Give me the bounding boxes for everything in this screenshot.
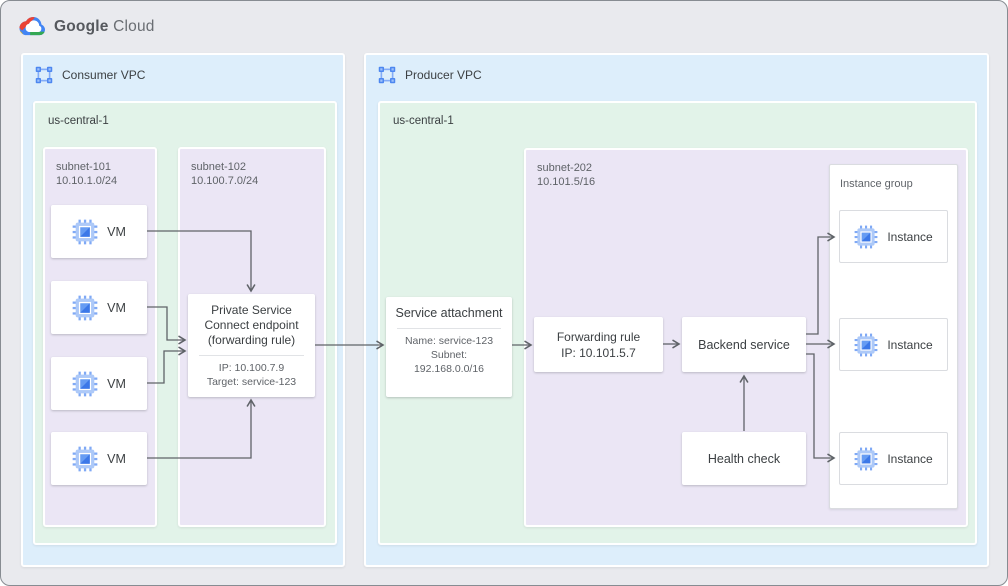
- subnet-101-label: subnet-101 10.10.1.0/24: [56, 161, 118, 187]
- backend-service-node: Backend service: [682, 317, 806, 372]
- producer-vpc-header: Producer VPC: [378, 66, 482, 84]
- vm-icon: [72, 371, 98, 396]
- producer-region-label: us-central-1: [393, 115, 454, 127]
- divider: [199, 355, 304, 356]
- instance-icon: [854, 333, 878, 356]
- service-attachment-details: Name: service-123 Subnet: 192.168.0.0/16: [404, 335, 494, 375]
- vm-label: VM: [107, 224, 126, 239]
- psc-endpoint-node: Private Service Connect endpoint (forwar…: [188, 294, 315, 397]
- psc-endpoint-details: IP: 10.100.7.9 Target: service-123: [206, 362, 297, 388]
- google-cloud-logo: Google Cloud: [19, 15, 155, 38]
- vm-node-4: VM: [51, 432, 147, 485]
- subnet-102-label: subnet-102 10.100.7.0/24: [191, 161, 259, 187]
- health-check-node: Health check: [682, 432, 806, 485]
- instance-label: Instance: [887, 229, 933, 244]
- subnet-202-label: subnet-202 10.101.5/16: [537, 162, 596, 188]
- vpc-network-icon: [378, 66, 396, 84]
- forwarding-rule-node: Forwarding rule IP: 10.101.5.7: [534, 317, 663, 372]
- vm-label: VM: [107, 451, 126, 466]
- subnet-202: subnet-202 10.101.5/16 Forwarding rule I…: [524, 148, 968, 527]
- consumer-region: us-central-1 subnet-101 10.10.1.0/24 VM: [33, 101, 337, 545]
- vm-icon: [72, 219, 98, 244]
- subnet-101: subnet-101 10.10.1.0/24 VM VM: [43, 147, 157, 527]
- vm-label: VM: [107, 376, 126, 391]
- vm-icon: [72, 295, 98, 320]
- divider: [397, 328, 501, 329]
- vpc-network-icon: [35, 66, 53, 84]
- consumer-vpc-container: Consumer VPC us-central-1 subnet-101 10.…: [21, 53, 345, 567]
- instance-group: Instance group Instance Insta: [829, 164, 958, 509]
- consumer-vpc-label: Consumer VPC: [62, 68, 146, 82]
- instance-icon: [854, 225, 878, 248]
- vm-node-1: VM: [51, 205, 147, 258]
- producer-vpc-container: Producer VPC us-central-1 Service attach…: [364, 53, 989, 567]
- service-attachment-node: Service attachment Name: service-123 Sub…: [386, 297, 512, 397]
- instance-icon: [854, 447, 878, 470]
- subnet-102: subnet-102 10.100.7.0/24 Private Service…: [178, 147, 326, 527]
- vm-icon: [72, 446, 98, 471]
- consumer-vpc-header: Consumer VPC: [35, 66, 145, 84]
- logo-cloud: Cloud: [113, 17, 155, 35]
- consumer-region-label: us-central-1: [48, 115, 109, 127]
- producer-vpc-label: Producer VPC: [405, 68, 482, 82]
- instance-node-3: Instance: [839, 432, 948, 485]
- vm-node-2: VM: [51, 281, 147, 334]
- google-cloud-logo-icon: [19, 16, 46, 36]
- instance-node-2: Instance: [839, 318, 948, 371]
- logo-google: Google: [54, 17, 109, 35]
- instance-node-1: Instance: [839, 210, 948, 263]
- google-cloud-logo-text: Google Cloud: [54, 18, 155, 36]
- producer-region: us-central-1 Service attachment Name: se…: [378, 101, 977, 545]
- vm-label: VM: [107, 300, 126, 315]
- instance-label: Instance: [887, 337, 933, 352]
- psc-endpoint-title: Private Service Connect endpoint (forwar…: [204, 303, 299, 347]
- instance-group-label: Instance group: [840, 178, 913, 190]
- vm-node-3: VM: [51, 357, 147, 410]
- service-attachment-title: Service attachment: [395, 306, 503, 320]
- instance-label: Instance: [887, 451, 933, 466]
